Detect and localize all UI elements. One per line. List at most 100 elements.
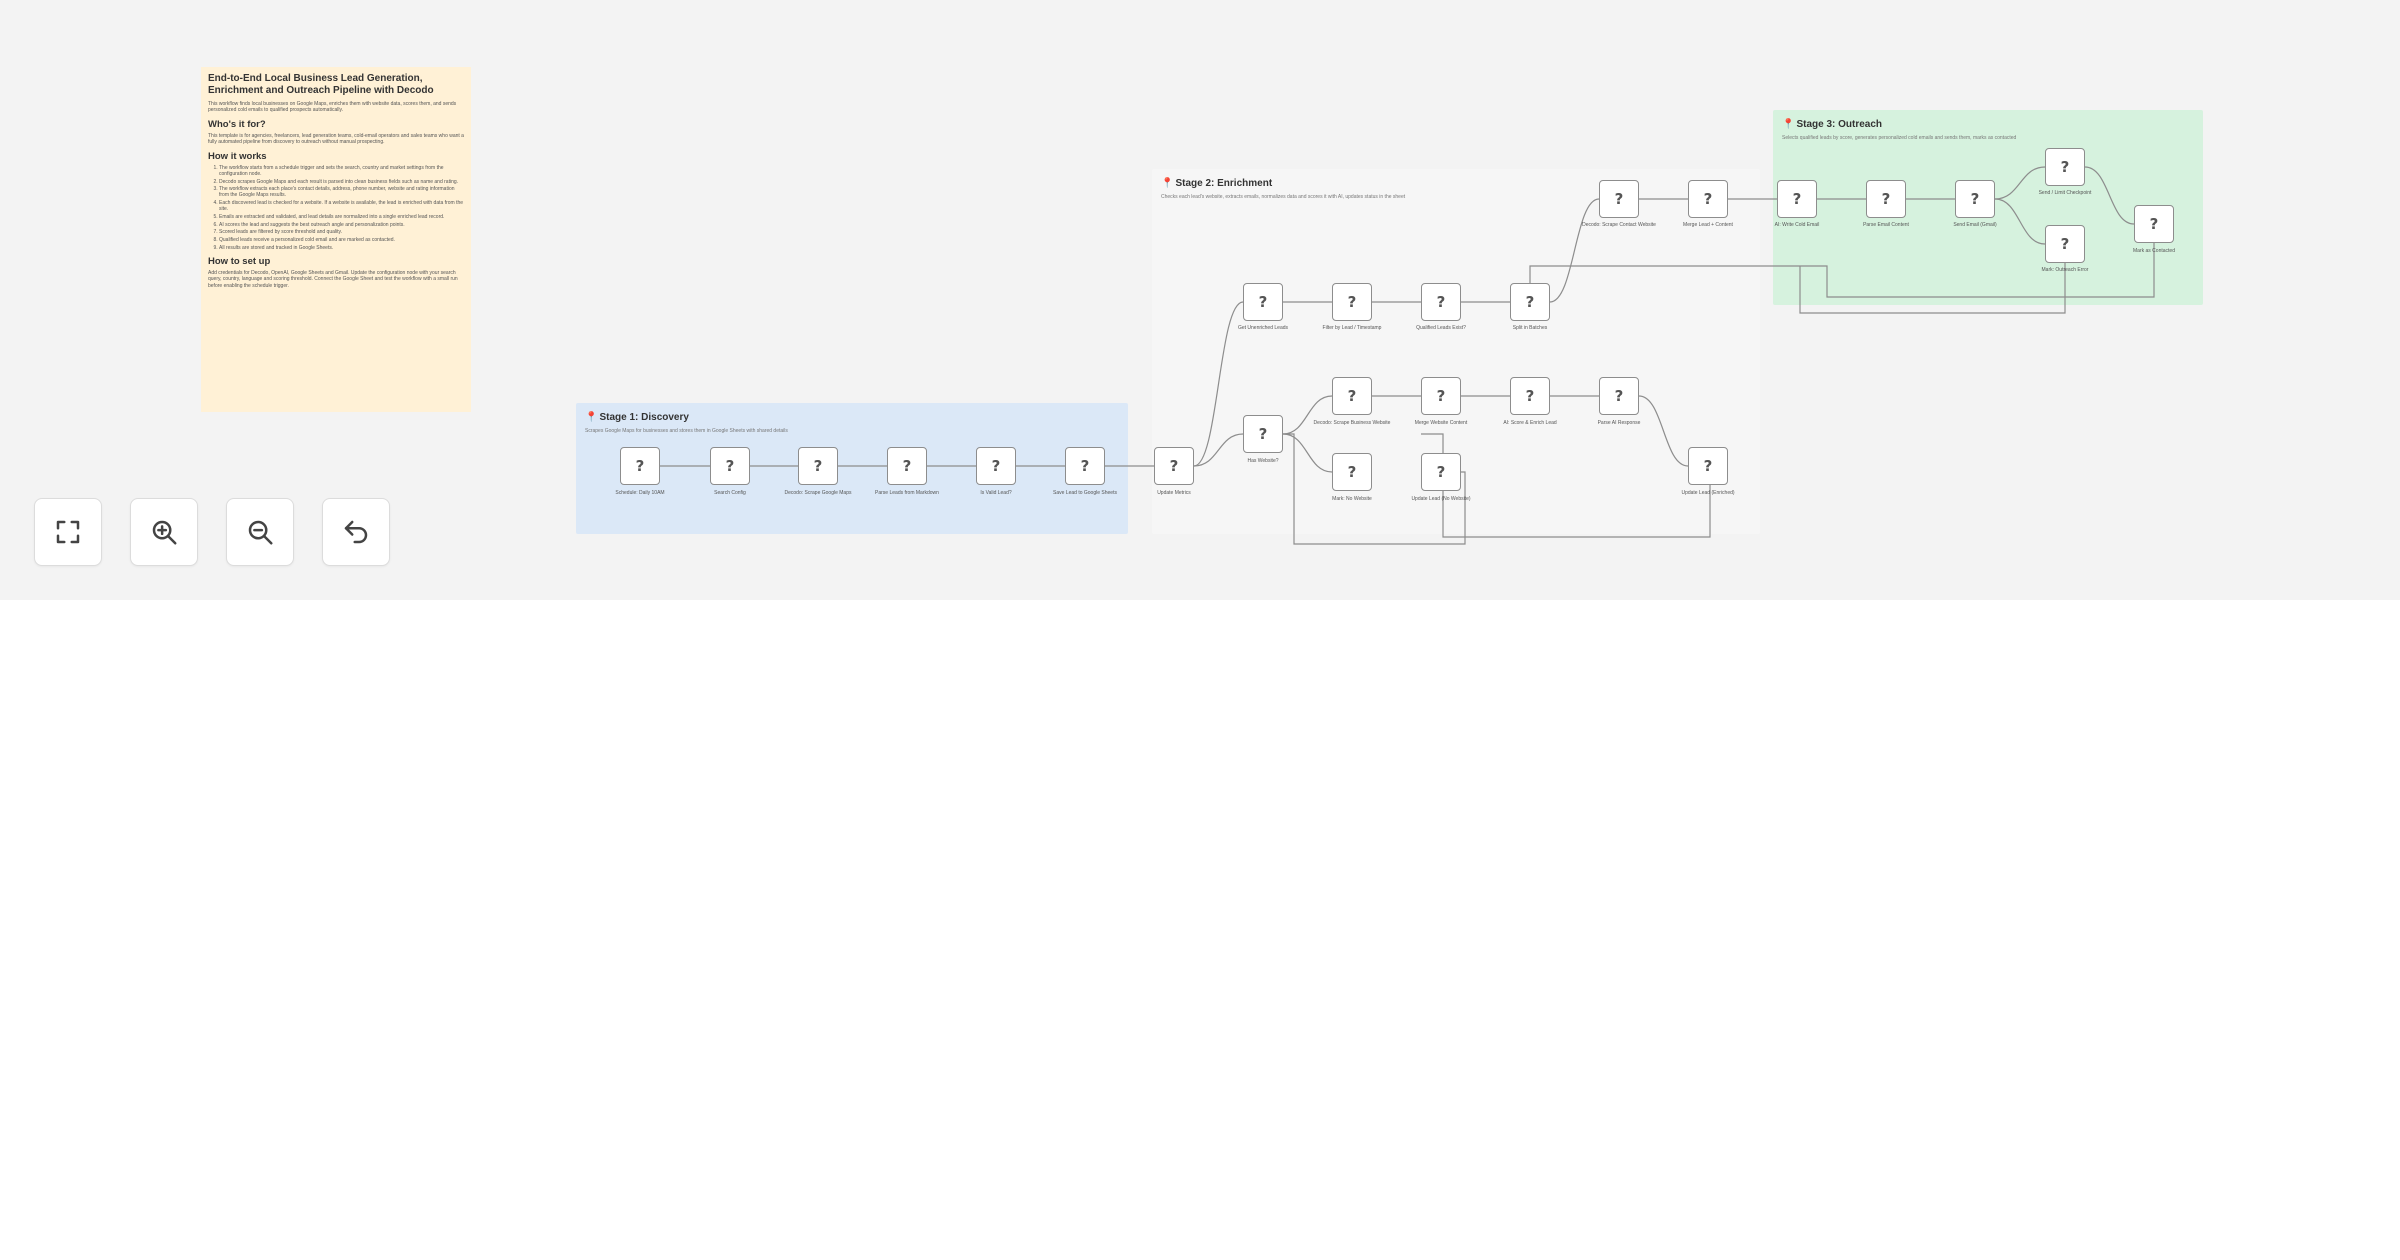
node-label: Parse AI Response — [1597, 420, 1641, 426]
workflow-node[interactable]: ? — [976, 447, 1016, 485]
connection-line — [1638, 395, 1689, 467]
node-label: Filter by Lead / Timestamp — [1322, 325, 1382, 331]
fit-view-button[interactable] — [34, 498, 102, 566]
unknown-node-icon: ? — [1792, 190, 1802, 208]
unknown-node-icon: ? — [1080, 457, 1090, 475]
workflow-node[interactable]: ? — [1599, 180, 1639, 218]
node-label: Schedule: Daily 10AM — [615, 490, 665, 496]
connections-layer — [660, 166, 2155, 545]
unknown-node-icon: ? — [1881, 190, 1891, 208]
fit-view-icon — [56, 520, 80, 544]
workflow-node[interactable]: ? — [1154, 447, 1194, 485]
workflow-node[interactable]: ? — [2045, 148, 2085, 186]
workflow-node[interactable]: ? — [1510, 283, 1550, 321]
note-step: Decodo scrapes Google Maps and each resu… — [219, 179, 464, 185]
workflow-node[interactable]: ? — [1421, 453, 1461, 491]
zoom-out-button[interactable] — [226, 498, 294, 566]
unknown-node-icon: ? — [1436, 387, 1446, 405]
node-label: Mark: No Website — [1332, 496, 1372, 502]
workflow-node[interactable]: ? — [1866, 180, 1906, 218]
node-label: AI: Score & Enrich Lead — [1503, 420, 1557, 426]
workflow-node[interactable]: ? — [710, 447, 750, 485]
workflow-node[interactable]: ? — [1065, 447, 1105, 485]
node-label: Decodo: Scrape Business Website — [1313, 420, 1391, 426]
node-label: Decodo: Scrape Google Maps — [784, 490, 852, 496]
workflow-node[interactable]: ? — [2134, 205, 2174, 243]
connection-line — [1282, 433, 1333, 473]
unknown-node-icon: ? — [725, 457, 735, 475]
stage-discovery-sticky[interactable]: 📍Stage 1: Discovery Scrapes Google Maps … — [576, 403, 1128, 534]
workflow-node[interactable]: ? — [1688, 180, 1728, 218]
stage-description: Selects qualified leads by score, genera… — [1782, 135, 2017, 141]
stage-description: Checks each lead's website, extracts ema… — [1161, 194, 1406, 200]
node-label: Save Lead to Google Sheets — [1053, 490, 1117, 496]
node-label: Qualified Leads Exist? — [1416, 325, 1466, 331]
stage-title: Stage 1: Discovery — [599, 412, 689, 423]
node-label: Search Config — [714, 490, 746, 496]
note-step: AI scores the lead and suggests the best… — [219, 222, 464, 228]
node-label: Merge Lead + Content — [1683, 222, 1733, 228]
workflow-node[interactable]: ? — [1243, 415, 1283, 453]
node-label: Send / Limit Checkpoint — [2038, 190, 2092, 196]
note-steps: The workflow starts from a schedule trig… — [208, 165, 464, 251]
undo-button[interactable] — [322, 498, 390, 566]
connection-line — [1994, 198, 2046, 245]
workflow-node[interactable]: ? — [1688, 447, 1728, 485]
node-label: Has Website? — [1247, 458, 1279, 464]
workflow-node[interactable]: ? — [1599, 377, 1639, 415]
workflow-node[interactable]: ? — [1332, 283, 1372, 321]
workflow-node[interactable]: ? — [887, 447, 927, 485]
note-title: End-to-End Local Business Lead Generatio… — [208, 73, 434, 96]
note-step: The workflow extracts each place's conta… — [219, 186, 464, 198]
note-whos-for-text: This template is for agencies, freelance… — [208, 132, 464, 146]
node-label: Split in Batches — [1512, 325, 1548, 331]
note-whos-for-heading: Who's it for? — [208, 118, 266, 130]
connection-line — [1994, 166, 2046, 200]
stage-title: Stage 2: Enrichment — [1175, 178, 1273, 189]
node-label: Merge Website Content — [1414, 420, 1468, 426]
workflow-node[interactable]: ? — [620, 447, 660, 485]
unknown-node-icon: ? — [1347, 387, 1357, 405]
unknown-node-icon: ? — [1614, 190, 1624, 208]
note-step: Qualified leads receive a personalized c… — [219, 237, 464, 243]
node-label: Update Metrics — [1157, 490, 1191, 496]
zoom-out-icon — [248, 520, 273, 545]
unknown-node-icon: ? — [635, 457, 645, 475]
unknown-node-icon: ? — [1258, 425, 1268, 443]
workflow-node[interactable]: ? — [1421, 283, 1461, 321]
connection-line — [1193, 433, 1244, 467]
workflow-node[interactable]: ? — [1777, 180, 1817, 218]
unknown-node-icon: ? — [1347, 293, 1357, 311]
note-setup-heading: How to set up — [208, 256, 271, 268]
connection-line — [1549, 198, 1600, 303]
workflow-canvas[interactable]: End-to-End Local Business Lead Generatio… — [0, 0, 2400, 600]
loop-connection-line — [1421, 433, 1728, 538]
unknown-node-icon: ? — [1703, 457, 1713, 475]
workflow-node[interactable]: ? — [1421, 377, 1461, 415]
unknown-node-icon: ? — [1525, 293, 1535, 311]
workflow-node[interactable]: ? — [1243, 283, 1283, 321]
workflow-node[interactable]: ? — [1332, 453, 1372, 491]
node-label: Mark as Contacted — [2133, 248, 2175, 254]
workflow-node[interactable]: ? — [1332, 377, 1372, 415]
node-label: Decodo: Scrape Contact Website — [1582, 222, 1656, 228]
documentation-note[interactable]: End-to-End Local Business Lead Generatio… — [201, 67, 471, 412]
loop-connection-line — [1283, 433, 1466, 545]
note-step: All results are stored and tracked in Go… — [219, 245, 464, 251]
node-label: Mark: Outreach Error — [2041, 267, 2089, 273]
workflow-node[interactable]: ? — [1955, 180, 1995, 218]
pin-icon: 📍 — [1782, 119, 1795, 130]
unknown-node-icon: ? — [2149, 215, 2159, 233]
workflow-node[interactable]: ? — [1510, 377, 1550, 415]
workflow-node[interactable]: ? — [798, 447, 838, 485]
connection-line — [1193, 301, 1244, 467]
unknown-node-icon: ? — [1347, 463, 1357, 481]
zoom-in-button[interactable] — [130, 498, 198, 566]
note-step: Scored leads are filtered by score thres… — [219, 229, 464, 235]
unknown-node-icon: ? — [1258, 293, 1268, 311]
undo-icon — [344, 520, 368, 544]
workflow-node[interactable]: ? — [2045, 225, 2085, 263]
stage-description: Scrapes Google Maps for businesses and s… — [585, 428, 788, 434]
unknown-node-icon: ? — [1970, 190, 1980, 208]
unknown-node-icon: ? — [1614, 387, 1624, 405]
